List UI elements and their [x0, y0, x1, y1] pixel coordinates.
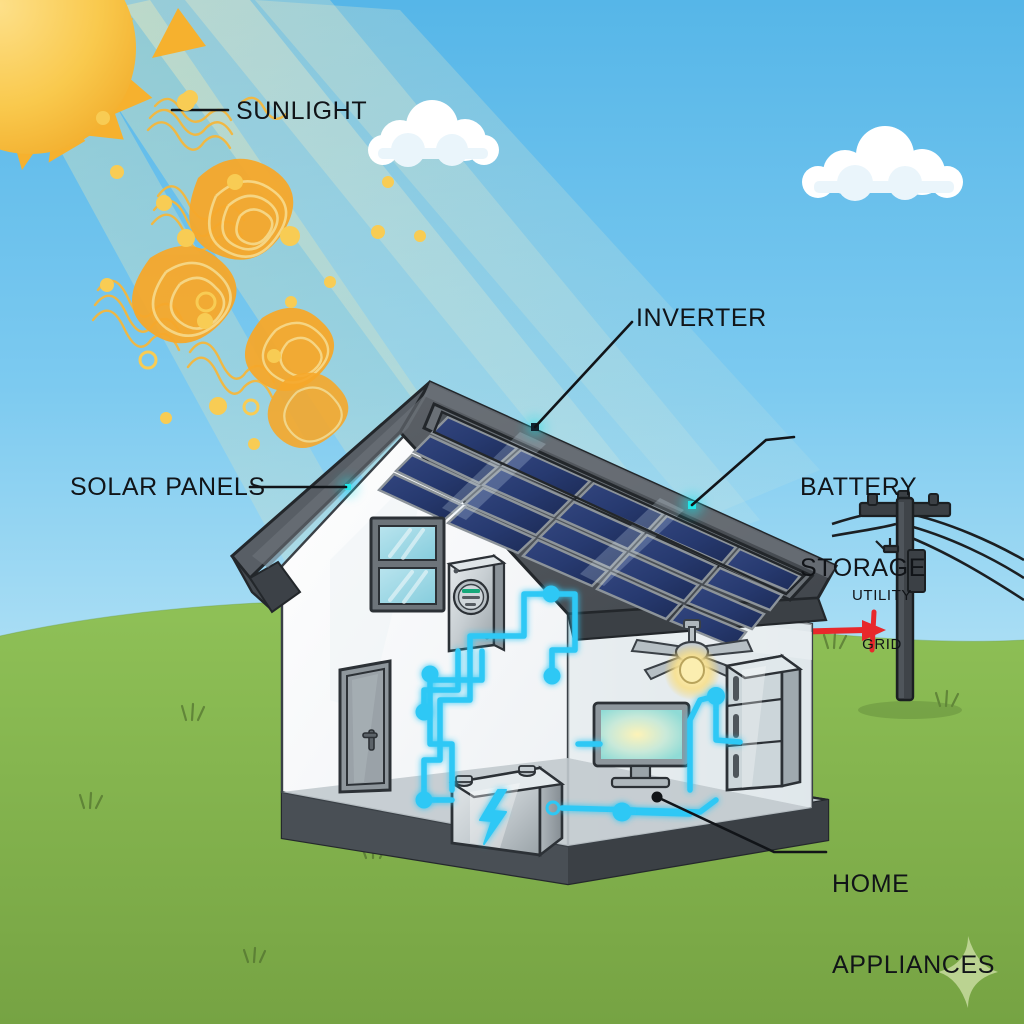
label-home-line2: APPLIANCES — [832, 951, 996, 979]
light-particle-group — [96, 90, 426, 450]
wiring-node-group — [415, 585, 725, 822]
battery-terminal-group — [455, 765, 536, 787]
house-window — [369, 516, 446, 613]
transformer-box — [907, 549, 926, 593]
sparkle-icon — [938, 936, 998, 1008]
tv-stand-base — [610, 776, 671, 789]
inverter-unit[interactable] — [446, 553, 507, 653]
label-inverter: INVERTER — [636, 304, 767, 332]
inverter-status-bar — [462, 589, 480, 593]
light-particle-ring-group — [138, 291, 260, 416]
fridge-door-divider-group — [726, 697, 783, 748]
sunlight-pattern-blob-group — [132, 158, 349, 448]
sunlight-leader-dot — [177, 93, 195, 111]
appliance-leader-dot — [651, 791, 663, 803]
cloud-left — [368, 100, 499, 167]
fridge-handle-group — [733, 676, 739, 778]
door-handle-icon — [362, 729, 378, 751]
label-utility-grid: UTILITY GRID — [852, 556, 912, 669]
house-door[interactable] — [338, 659, 392, 794]
label-battery-line2: STORAGE — [800, 554, 926, 582]
refrigerator[interactable] — [723, 653, 804, 792]
utility-pole — [831, 490, 1024, 719]
solar-panel-glare — [442, 432, 684, 586]
leader-home-appliances — [655, 795, 828, 854]
label-solar-panels: SOLAR PANELS — [70, 473, 266, 501]
cloud-right — [802, 126, 963, 201]
lightning-bolt-icon — [479, 789, 507, 845]
leader-battery — [690, 435, 796, 507]
label-grid-line2: GRID — [862, 635, 902, 653]
label-grid-line1: UTILITY — [852, 587, 913, 605]
electrical-wiring — [421, 591, 743, 817]
pole-bracket — [875, 538, 900, 554]
sun-icon — [0, 0, 206, 170]
leader-line-group — [170, 108, 828, 854]
television[interactable] — [592, 701, 691, 789]
label-sunlight: SUNLIGHT — [236, 97, 368, 125]
solar-panel-array — [376, 401, 815, 649]
label-battery-storage: BATTERY STORAGE — [800, 420, 926, 609]
label-home-appliances: HOME APPLIANCES — [832, 817, 995, 1006]
battery-unit[interactable] — [448, 765, 566, 858]
fan-light-bulb — [679, 656, 705, 684]
label-home-line1: HOME — [832, 870, 910, 898]
solar-cell-group — [376, 415, 802, 649]
leader-inverter — [533, 320, 634, 429]
label-battery-line1: BATTERY — [800, 473, 918, 501]
